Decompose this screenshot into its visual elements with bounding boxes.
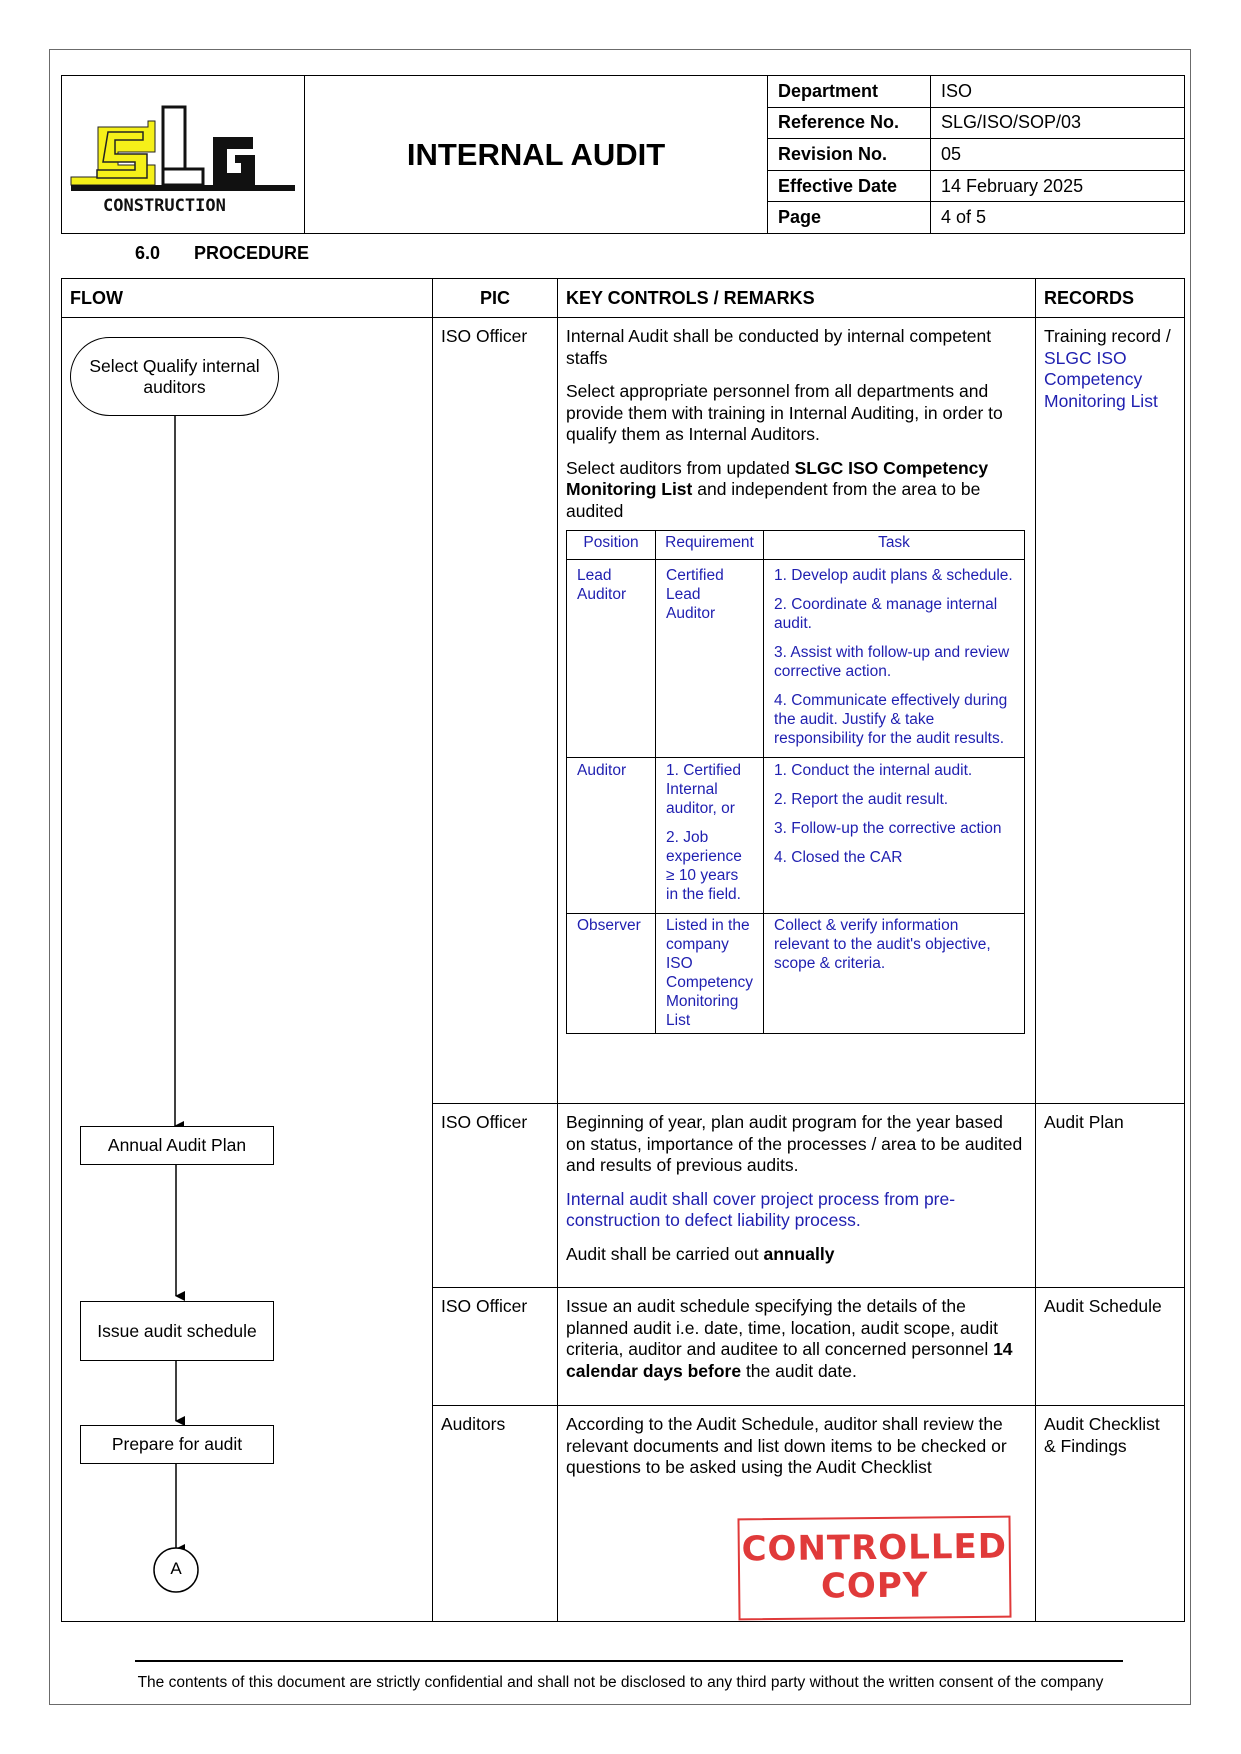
role-lead-task: 1. Develop audit plans & schedule.: [774, 567, 1013, 584]
row4-records: Audit Checklist & Findings: [1035, 1405, 1185, 1622]
row2-para3-b: annually: [763, 1243, 835, 1264]
meta-value-page: 4 of 5: [930, 201, 1185, 234]
row1-pic: ISO Officer: [432, 317, 558, 1104]
role-auditor-task: 2. Report the audit result.: [774, 791, 949, 808]
row2-para1: Beginning of year, plan audit program fo…: [566, 1112, 1023, 1175]
role-auditor-task: 4. Closed the CAR: [774, 849, 903, 866]
section-number: 6.0: [135, 243, 161, 263]
row4-controls: According to the Audit Schedule, auditor…: [557, 1405, 1036, 1622]
row4-pic: Auditors: [432, 1405, 558, 1622]
roles-header-task: Task: [763, 530, 1025, 560]
meta-value-revision: 05: [930, 138, 1185, 171]
row3-pic: ISO Officer: [432, 1287, 558, 1406]
row1-para3-c: and independent from the area to be audi…: [566, 479, 981, 521]
meta-label-revision: Revision No.: [767, 138, 931, 171]
row3-controls: Issue an audit schedule specifying the d…: [557, 1287, 1036, 1406]
row1-para3-b: SLGC ISO Competency Monitoring List: [566, 457, 989, 500]
meta-value-department: ISO: [930, 75, 1185, 108]
role-auditor-req: 1. Certified Internal auditor, or: [666, 762, 741, 817]
role-auditor-task: 1. Conduct the internal audit.: [774, 762, 973, 779]
row1-para3-a: Select auditors from updated: [566, 457, 795, 478]
slg-logo: CONSTRUCTION: [70, 105, 295, 216]
role-auditor-position: Auditor: [566, 757, 656, 914]
row1-records-b: SLGC ISO Competency Monitoring List: [1044, 347, 1158, 411]
role-observer-position: Observer: [566, 913, 656, 1034]
row2-para2: Internal audit shall cover project proce…: [566, 1188, 956, 1231]
role-lead-position-text: Lead Auditor: [577, 567, 627, 603]
row2-controls: Beginning of year, plan audit program fo…: [557, 1103, 1036, 1288]
col-header-controls: KEY CONTROLS / REMARKS: [557, 278, 1036, 318]
role-auditor-task: 3. Follow-up the corrective action: [774, 820, 1002, 837]
meta-label-reference: Reference No.: [767, 106, 931, 140]
stamp-line1: CONTROLLED: [741, 1526, 1008, 1570]
role-observer-position-text: Observer: [577, 917, 641, 934]
footer-confidentiality: The contents of this document are strict…: [137, 1674, 1104, 1691]
role-lead-task: 4. Communicate effectively during the au…: [774, 692, 1008, 747]
flow-step-issue-schedule: Issue audit schedule: [80, 1301, 274, 1361]
flow-connector-label: A: [170, 1559, 182, 1578]
stamp-line2: COPY: [820, 1565, 929, 1607]
meta-value-reference: SLG/ISO/SOP/03: [930, 106, 1185, 140]
flow-connectors: [153, 415, 199, 1593]
role-lead-task: 2. Coordinate & manage internal audit.: [774, 596, 998, 632]
logo-cell: CONSTRUCTION: [61, 75, 305, 234]
row1-records: Training record / SLGC ISO Competency Mo…: [1035, 317, 1185, 1104]
document-title: INTERNAL AUDIT: [304, 75, 768, 234]
flow-connector-circle: [153, 1547, 199, 1593]
role-observer-task: Collect & verify information relevant to…: [763, 913, 1025, 1034]
roles-table: Position Requirement Task Lead Auditor C…: [566, 530, 1025, 1034]
role-observer-requirement-text: Listed in the company ISO Competency Mon…: [666, 917, 754, 1029]
row3-para1-c: the audit date.: [741, 1360, 857, 1381]
flow-step-annual-plan: Annual Audit Plan: [80, 1126, 274, 1165]
flow-step-select-auditors: Select Qualify internal auditors: [70, 337, 279, 416]
svg-text:CONSTRUCTION: CONSTRUCTION: [103, 196, 226, 216]
row3-para1-b: 14 calendar days before: [566, 1339, 1013, 1381]
roles-header-requirement: Requirement: [654, 530, 765, 560]
row1-para3: Select auditors from updated SLGC ISO Co…: [566, 458, 1027, 523]
row1-para2: Select appropriate personnel from all de…: [566, 381, 1003, 444]
row2-para3-a: Audit shall be carried out: [566, 1243, 764, 1264]
flow-step-prepare-audit: Prepare for audit: [80, 1425, 274, 1464]
role-auditor-req: 2. Job experience ≥ 10 years in the fiel…: [666, 829, 742, 903]
row1-controls: Internal Audit shall be conducted by int…: [557, 317, 1036, 1104]
meta-label-department: Department: [767, 75, 931, 108]
col-header-pic: PIC: [432, 278, 558, 318]
col-header-records: RECORDS: [1035, 278, 1185, 318]
role-observer-requirement: Listed in the company ISO Competency Mon…: [654, 913, 765, 1034]
row2-records: Audit Plan: [1035, 1103, 1185, 1288]
row1-para1: Internal Audit shall be conducted by int…: [566, 326, 992, 368]
row3-records: Audit Schedule: [1035, 1287, 1185, 1406]
role-auditor-requirement: 1. Certified Internal auditor, or 2. Job…: [654, 757, 765, 914]
meta-value-effective-date: 14 February 2025: [930, 169, 1185, 203]
row3-para1-a: Issue an audit schedule specifying the d…: [566, 1296, 998, 1359]
role-lead-position: Lead Auditor: [566, 559, 656, 758]
role-lead-requirement: Certified Lead Auditor: [654, 559, 765, 758]
role-observer-task-text: Collect & verify information relevant to…: [774, 917, 991, 972]
flow-column: [61, 317, 433, 1622]
meta-label-page: Page: [767, 201, 931, 234]
meta-label-effective-date: Effective Date: [767, 169, 931, 203]
procedure-table: FLOW PIC KEY CONTROLS / REMARKS RECORDS …: [61, 278, 1185, 1622]
footer-divider: [135, 1660, 1123, 1662]
role-auditor-position-text: Auditor: [577, 762, 627, 779]
row2-para3: Audit shall be carried out annually: [566, 1244, 1027, 1266]
col-header-flow: FLOW: [61, 278, 433, 318]
page-border: [49, 49, 1191, 1705]
controlled-copy-stamp: CONTROLLED COPY: [737, 1515, 1012, 1621]
document-header: CONSTRUCTION INTERNAL AUDIT Department I…: [61, 75, 1185, 234]
row2-pic: ISO Officer: [432, 1103, 558, 1288]
row1-records-a: Training record /: [1044, 326, 1171, 346]
section-title: PROCEDURE: [194, 243, 310, 263]
role-lead-task: 3. Assist with follow-up and review corr…: [774, 644, 1010, 680]
role-lead-requirement-text: Certified Lead Auditor: [666, 567, 724, 622]
role-auditor-tasks: 1. Conduct the internal audit. 2. Report…: [763, 757, 1025, 914]
roles-header-position: Position: [566, 530, 656, 560]
role-lead-tasks: 1. Develop audit plans & schedule. 2. Co…: [763, 559, 1025, 758]
